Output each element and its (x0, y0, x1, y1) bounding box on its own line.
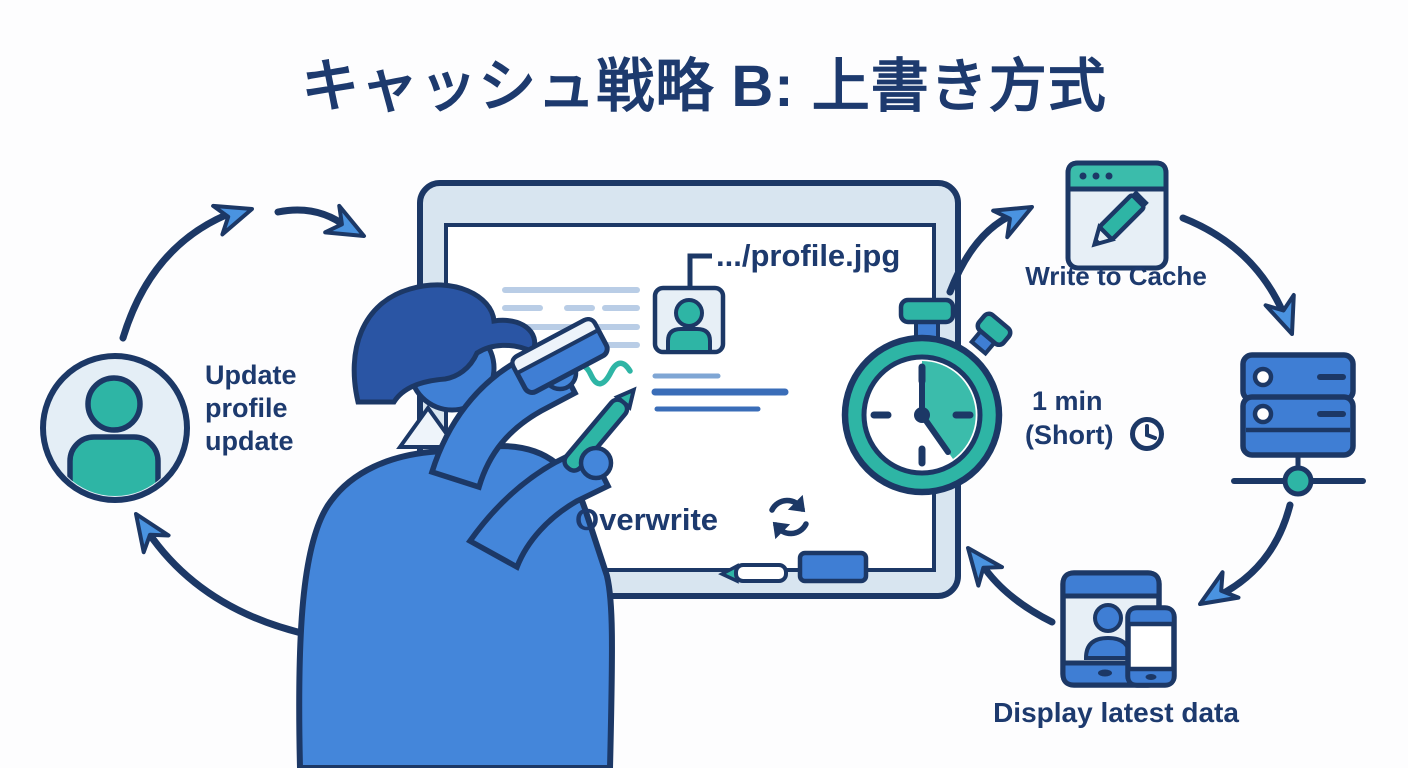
tray-marker-icon (718, 563, 788, 584)
file-path-label: .../profile.jpg (716, 238, 900, 273)
browser-dot (1092, 172, 1100, 180)
tablet-user-head (1093, 603, 1123, 633)
user-step-label-line1: Update (205, 360, 297, 390)
browser-dot (1079, 172, 1087, 180)
stopwatch-icon (841, 297, 1013, 496)
avatar-body (67, 434, 161, 496)
server-icon (1231, 352, 1366, 497)
person-right-hand (578, 445, 614, 481)
timer-duration-label: 1 min (1032, 386, 1103, 416)
eraser-icon (510, 317, 610, 395)
network-node (1282, 465, 1314, 497)
pencil-icon (1091, 190, 1149, 248)
arrow-devices-to-board (954, 536, 1056, 626)
arrow-user-to-board (119, 192, 371, 342)
page-title: キャッシュ戦略 B: 上書き方式 (301, 54, 1106, 119)
user-step-label-line3: update (205, 426, 294, 456)
phone-home-button (1145, 674, 1157, 680)
arrow-cache-to-server (1179, 214, 1309, 342)
devices-icon (1060, 570, 1177, 688)
tray-eraser-icon (797, 550, 869, 584)
profile-card (652, 285, 726, 355)
stopwatch-button-side (968, 311, 1013, 357)
user-avatar-icon (40, 353, 190, 503)
write-to-cache-label: Write to Cache (1025, 261, 1207, 291)
stopwatch-center (914, 407, 930, 423)
stopwatch-button-top (898, 297, 956, 325)
callout-bracket (687, 253, 712, 287)
tablet-user-body (1083, 635, 1133, 660)
avatar-head (85, 375, 143, 433)
server-led (1252, 366, 1274, 388)
phone-topbar (1125, 605, 1177, 627)
overwrite-label: Overwrite (575, 502, 718, 537)
timer-qualifier-label: (Short) (1025, 420, 1113, 450)
tablet-home-button (1098, 669, 1112, 677)
refresh-icon (769, 494, 809, 540)
person-hair (351, 282, 538, 405)
card-user-head (674, 298, 704, 328)
labels: Update profile update .../profile.jpg Ov… (205, 238, 1239, 728)
arrow-server-to-devices (1190, 501, 1294, 619)
person-collar (396, 404, 460, 449)
flow-arrows (119, 192, 1309, 639)
person-illustration (296, 282, 637, 768)
browser-titlebar (1065, 160, 1169, 192)
user-step-label-line2: profile (205, 393, 288, 423)
card-user-body (666, 327, 712, 350)
arrow-person-to-user (121, 503, 314, 639)
tablet-topbar (1060, 570, 1162, 599)
pen-icon (562, 386, 637, 473)
display-latest-data-label: Display latest data (993, 697, 1239, 728)
server-led (1252, 403, 1274, 425)
arrow-board-to-cache (946, 194, 1039, 296)
stopwatch-elapsed-sector (922, 361, 976, 459)
clock-icon (1130, 417, 1164, 451)
browser-dot (1105, 172, 1113, 180)
browser-edit-icon (1065, 160, 1169, 271)
sketch-lines-strong (651, 373, 789, 412)
